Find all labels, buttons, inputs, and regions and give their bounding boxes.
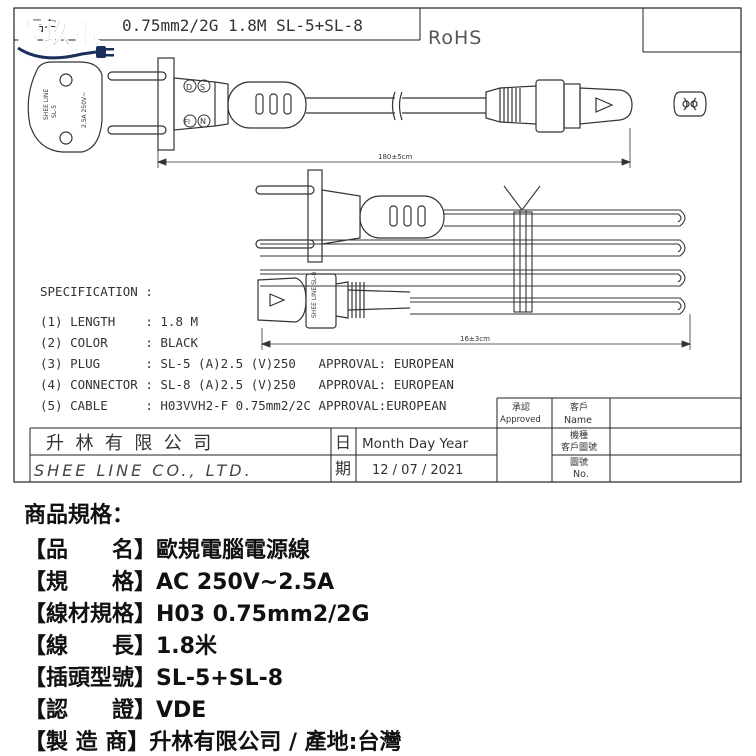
plug-side-view: D S FI N <box>107 57 307 151</box>
spec-line: (4) CONNECTOR : SL-8 (A)2.5 (V)250 APPRO… <box>40 377 454 392</box>
date-label-top: 日 <box>335 433 351 452</box>
short-dimension-label: 16±3cm <box>460 335 490 343</box>
info-line-cert: 【認 證】VDE <box>24 698 207 723</box>
drawing-no-cn: 圖號 <box>570 456 588 468</box>
plug-face-view: SHEE LINE SL-5 2.5A 250V~ <box>27 61 103 153</box>
rohs-label: RoHS <box>428 27 482 49</box>
svg-text:SHEE LINE: SHEE LINE <box>43 89 50 120</box>
brand-logo: 壹玖電 <box>12 8 118 66</box>
company-name-cn: 升 林 有 限 公 司 <box>46 433 211 454</box>
cable-top <box>306 91 486 121</box>
drawing-no-en: No. <box>573 469 589 480</box>
svg-text:D: D <box>186 83 192 92</box>
svg-text:N: N <box>200 117 206 126</box>
connector-mark: SHEE LINE SL-8 <box>311 272 318 318</box>
date-value: 12 / 07 / 2021 <box>372 463 463 478</box>
title-block <box>29 397 741 482</box>
svg-text:2.5A 250V~: 2.5A 250V~ <box>81 92 88 128</box>
info-line-name: 【品 名】歐規電腦電源線 <box>24 538 311 563</box>
info-line-length: 【線 長】1.8米 <box>24 634 217 659</box>
approved-en: Approved <box>500 415 541 425</box>
svg-text:S: S <box>200 83 205 92</box>
info-line-spec: 【規 格】AC 250V~2.5A <box>24 570 335 595</box>
info-line-plug: 【插頭型號】SL-5+SL-8 <box>24 666 284 691</box>
info-line-maker: 【製 造 商】升林有限公司 / 產地:台灣 <box>24 730 402 755</box>
drawing-border <box>13 7 742 483</box>
short-dimension <box>260 314 692 350</box>
model-cn: 機種 <box>570 429 588 441</box>
logo-text: 壹玖電 <box>13 17 102 51</box>
customer-drawing-cn: 客戶圖號 <box>561 441 597 453</box>
plug-logo-icon <box>17 46 114 60</box>
customer-en: Name <box>564 415 592 426</box>
technical-drawing: 品名 0.75mm2/2G 1.8M SL-5+SL-8 RoHS SHEE L… <box>13 7 742 483</box>
spec-line: (1) LENGTH : 1.8 M <box>40 314 198 329</box>
connector-face-view <box>673 91 707 117</box>
drawing-svg: 品名 0.75mm2/2G 1.8M SL-5+SL-8 RoHS SHEE L… <box>13 7 742 483</box>
product-info-heading: 商品規格： <box>24 503 135 528</box>
long-dimension <box>156 128 632 168</box>
part-description: 0.75mm2/2G 1.8M SL-5+SL-8 <box>122 16 363 35</box>
coiled-plug-view <box>255 169 445 263</box>
customer-cn: 客戶 <box>570 401 588 413</box>
svg-text:SL-5: SL-5 <box>51 105 58 118</box>
info-line-wire: 【線材規格】H03 0.75mm2/2G <box>24 602 370 627</box>
specification-block: SPECIFICATION : (1) LENGTH : 1.8 M (2) C… <box>40 284 454 413</box>
cable-coil <box>260 185 686 315</box>
svg-text:FI: FI <box>184 118 190 126</box>
company-name-en: SHEE LINE CO., LTD. <box>34 461 253 480</box>
coiled-connector-view <box>257 273 411 329</box>
approved-cn: 承認 <box>512 401 530 413</box>
date-header: Month Day Year <box>362 436 469 452</box>
long-dimension-label: 180±5cm <box>378 153 413 161</box>
spec-title: SPECIFICATION : <box>40 284 153 299</box>
spec-line: (5) CABLE : H03VVH2-F 0.75mm2/2C APPROVA… <box>40 398 446 413</box>
spec-line: (2) COLOR : BLACK <box>40 335 199 350</box>
date-label-bottom: 期 <box>335 459 351 478</box>
connector-side-view <box>485 79 633 133</box>
part-label: 品名 <box>30 19 58 35</box>
spec-line: (3) PLUG : SL-5 (A)2.5 (V)250 APPROVAL: … <box>40 356 454 371</box>
